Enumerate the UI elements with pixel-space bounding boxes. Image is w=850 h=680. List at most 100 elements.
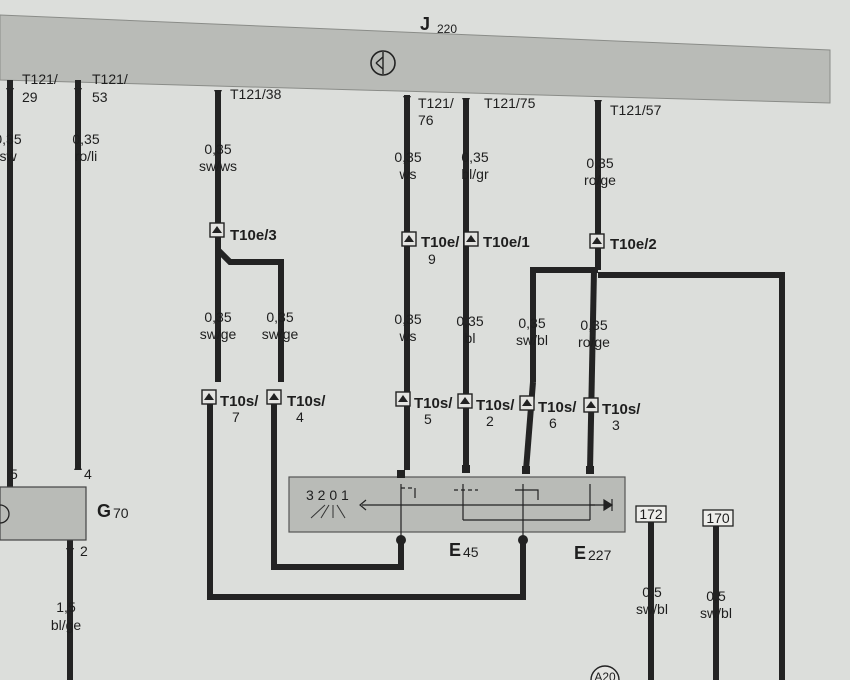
wire-color: bl/gr xyxy=(461,166,489,182)
wire-color: ws xyxy=(398,166,416,182)
upper-wire-specs: 0,35 sw 0,35 ro/li 0,35 sw/ws 0,35 ws 0,… xyxy=(0,131,616,188)
control-unit-name: J xyxy=(420,14,430,34)
pin-label-53: T121/ xyxy=(92,71,128,87)
wire-size: 0,35 xyxy=(580,317,607,333)
wire-size: 1,5 xyxy=(56,599,76,615)
wire-color: ro/ge xyxy=(584,172,616,188)
wire-color: sw/ge xyxy=(200,326,237,342)
ref-boxes: 172 170 xyxy=(635,505,734,527)
wire-size: 0,35 xyxy=(456,313,483,329)
switch-position-lines xyxy=(310,504,346,519)
wire-size: 0,35 xyxy=(266,309,293,325)
wire-size: 0,35 xyxy=(204,309,231,325)
component-e227-name: E xyxy=(574,543,586,563)
wire-color: ro/li xyxy=(75,148,98,164)
pin-29: 29 xyxy=(22,89,38,105)
g70-pin-4: 4 xyxy=(84,466,92,482)
connector-pin: 4 xyxy=(296,409,304,425)
ref-wire-specs: 0,5 sw/bl 0,5 sw/bl xyxy=(636,584,732,621)
pin-53: 53 xyxy=(92,89,108,105)
wire-swbl xyxy=(523,381,536,471)
wire-color: bl xyxy=(465,330,476,346)
wire-size: 0,35 xyxy=(394,149,421,165)
switch-positions: 3 2 0 1 xyxy=(306,487,349,503)
wire-size: 0,35 xyxy=(461,149,488,165)
connector-icon xyxy=(457,393,473,409)
wire-size: 0,35 xyxy=(72,131,99,147)
arrow-markers xyxy=(6,88,602,556)
switch-internal-lines xyxy=(359,484,614,540)
wire-color: ws xyxy=(398,328,416,344)
bottom-ref-label: A20 xyxy=(594,670,616,680)
connector-label: T10s/ xyxy=(287,393,326,410)
connector-icon xyxy=(209,222,225,238)
connector-icon xyxy=(201,389,217,405)
wire-color: bl/ge xyxy=(51,617,82,633)
connector-pin: 6 xyxy=(549,415,557,431)
component-e227-number: 227 xyxy=(588,547,612,563)
connector-icon xyxy=(395,391,411,407)
connector-icon xyxy=(266,389,282,405)
connector-label: T10e/2 xyxy=(610,236,657,253)
wire-color: ro/ge xyxy=(578,334,610,350)
ref-box xyxy=(702,509,734,527)
wire-return-inner xyxy=(271,400,404,570)
wire-38 xyxy=(215,90,284,382)
g70-wire-spec: 1,5 bl/ge xyxy=(51,599,82,633)
pin-label-29: T121/ xyxy=(22,71,58,87)
wire-size: 0,5 xyxy=(706,588,726,604)
wire-color: sw/ge xyxy=(262,326,299,342)
pin-label-38: T121/38 xyxy=(230,86,282,102)
connector-icon xyxy=(463,231,479,247)
wire-return-outer xyxy=(207,400,526,600)
bottom-ref-circle: A20 xyxy=(590,665,620,680)
connector-label: T10s/ xyxy=(414,395,453,412)
connector-pin: 7 xyxy=(232,409,240,425)
wire-size: 0,35 xyxy=(0,131,22,147)
g70-pin-2: 2 xyxy=(80,543,88,559)
component-e45-number: 45 xyxy=(463,544,479,560)
mid-connectors: T10e/3 T10e/ 9 T10e/1 T10e/2 xyxy=(209,222,657,267)
connector-pin: 9 xyxy=(428,251,436,267)
component-g70-number: 70 xyxy=(113,505,129,521)
connector-icon xyxy=(401,231,417,247)
wire-color: sw/bl xyxy=(516,332,548,348)
connector-label: T10e/3 xyxy=(230,227,277,244)
sensor-symbol-icon xyxy=(0,504,10,524)
pin-label-57: T121/57 xyxy=(610,102,662,118)
ref-box xyxy=(635,505,667,523)
connector-icon xyxy=(589,233,605,249)
switch-terminals xyxy=(396,465,594,545)
wire-57-down xyxy=(587,269,597,471)
control-unit-number: 220 xyxy=(437,22,457,36)
lower-wire-specs: 0,35 sw/ge 0,35 sw/ge 0,35 ws 0,35 bl 0,… xyxy=(200,309,610,350)
wire-size: 0,35 xyxy=(586,155,613,171)
wire-color: sw/bl xyxy=(636,601,668,617)
sensor-g70: G 70 5 4 2 xyxy=(0,466,129,559)
connector-pin: 2 xyxy=(486,413,494,429)
connector-label: T10s/ xyxy=(220,393,259,410)
wire-size: 0,35 xyxy=(518,315,545,331)
pin-76: 76 xyxy=(418,112,434,128)
switch-module: 3 2 0 1 xyxy=(288,465,626,545)
wire-color: sw xyxy=(0,148,17,164)
connector-label: T10s/ xyxy=(538,399,577,416)
connector-pin: 5 xyxy=(424,411,432,427)
wire-size: 0,35 xyxy=(204,141,231,157)
control-unit-band xyxy=(0,14,831,104)
connector-label: T10s/ xyxy=(602,401,641,418)
ref-172: 172 xyxy=(639,506,663,522)
connector-icon xyxy=(583,397,599,413)
wire-size: 0,35 xyxy=(394,311,421,327)
connector-label: T10e/ xyxy=(421,234,460,251)
component-g70-name: G xyxy=(97,501,111,521)
connector-icon xyxy=(519,395,535,411)
wire-paths xyxy=(7,80,785,680)
ground-circle-icon xyxy=(370,50,396,76)
connector-label: T10s/ xyxy=(476,397,515,414)
pin-label-76: T121/ xyxy=(418,95,454,111)
connector-label: T10e/1 xyxy=(483,234,530,251)
connector-pin: 3 xyxy=(612,417,620,433)
wire-57-left xyxy=(530,267,598,382)
low-connectors: T10s/ 7 T10s/ 4 T10s/ 5 T10s/ 2 T10s/ 6 … xyxy=(201,389,641,433)
